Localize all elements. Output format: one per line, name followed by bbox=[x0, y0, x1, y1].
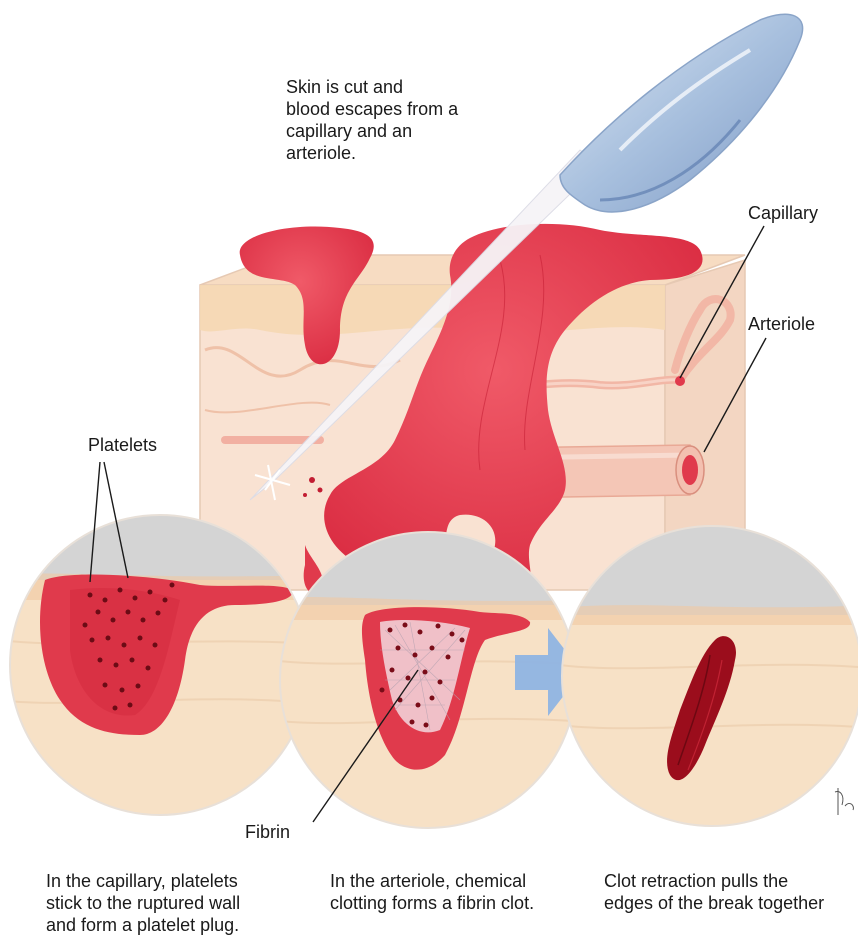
arteriole-lumen bbox=[682, 455, 698, 485]
scalpel-blade bbox=[560, 14, 803, 212]
intro-annotation: Skin is cut and blood escapes from a cap… bbox=[286, 76, 526, 164]
retraction-stage-caption: Clot retraction pulls the edges of the b… bbox=[604, 870, 858, 914]
blood-droplet bbox=[318, 488, 323, 493]
arteriole-label: Arteriole bbox=[748, 313, 815, 335]
capillary-stage-caption: In the capillary, platelets stick to the… bbox=[46, 870, 296, 936]
arteriole-stage-caption: In the arteriole, chemical clotting form… bbox=[330, 870, 590, 914]
blood-droplet bbox=[309, 477, 315, 483]
platelets-label: Platelets bbox=[88, 434, 157, 456]
capillary-label: Capillary bbox=[748, 202, 818, 224]
fibrin-label: Fibrin bbox=[245, 821, 290, 843]
artist-signature bbox=[835, 788, 853, 815]
blood-droplet bbox=[303, 493, 307, 497]
